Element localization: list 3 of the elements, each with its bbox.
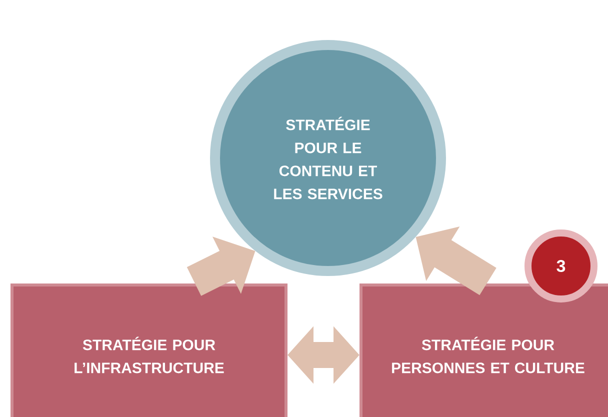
- strategy-box: STRATÉGIE POUR L’INFRASTRUCTURE: [10, 284, 288, 417]
- number-badge: 3: [524, 230, 598, 302]
- strategy-box: STRATÉGIE POUR PERSONNES ET CULTURE: [360, 284, 608, 417]
